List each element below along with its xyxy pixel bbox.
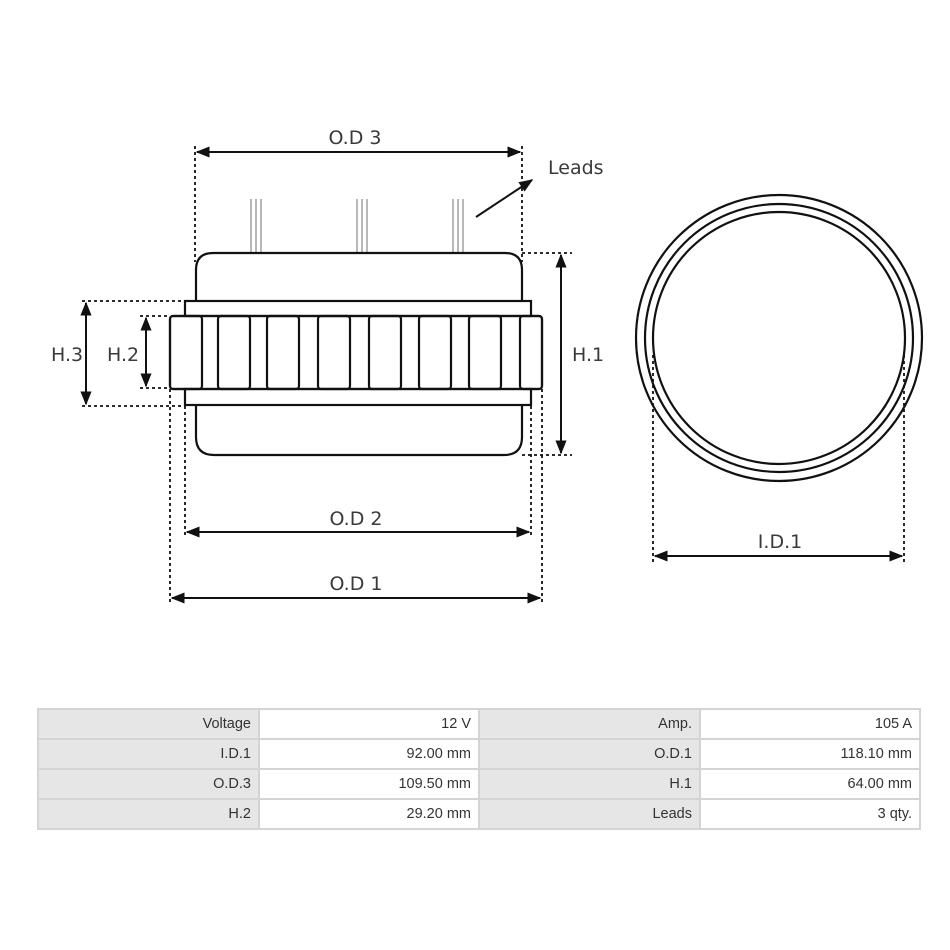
side-view	[168, 199, 544, 457]
top-view	[634, 193, 924, 483]
stator-dimension-diagram: O.D 3 Leads H.1 H.3 H.2 O.D 2 O.D 1 I.D.…	[51, 127, 924, 604]
spec-value-h2: 29.20 mm	[258, 798, 480, 830]
lower-winding	[194, 405, 524, 457]
outer-ring	[634, 193, 924, 483]
spec-label-voltage: Voltage	[37, 708, 260, 740]
spec-value-voltage: 12 V	[258, 708, 480, 740]
spec-label-id1: I.D.1	[37, 738, 260, 770]
leads-label: Leads	[548, 157, 604, 179]
h2-label: H.2	[107, 344, 139, 366]
spec-value-leads: 3 qty.	[699, 798, 921, 830]
upper-winding	[194, 251, 524, 301]
table-row: I.D.1 92.00 mm O.D.1 118.10 mm	[37, 738, 921, 770]
id1-extension-lines	[652, 355, 905, 562]
h3-label: H.3	[51, 344, 83, 366]
lead-wires	[250, 199, 464, 252]
od1-label: O.D 1	[330, 573, 383, 595]
spec-table: Voltage 12 V Amp. 105 A I.D.1 92.00 mm O…	[37, 708, 921, 830]
spec-label-amp: Amp.	[478, 708, 701, 740]
od3-label: O.D 3	[329, 127, 382, 149]
spec-label-od1: O.D.1	[478, 738, 701, 770]
spec-value-h1: 64.00 mm	[699, 768, 921, 800]
spec-value-id1: 92.00 mm	[258, 738, 480, 770]
middle-ring	[643, 202, 915, 474]
leads-pointer-arrow	[475, 179, 534, 218]
core-band	[168, 314, 544, 391]
spec-label-leads: Leads	[478, 798, 701, 830]
extension-lines	[82, 146, 572, 603]
lower-plate	[183, 387, 533, 407]
dimension-arrows	[80, 146, 567, 604]
spec-label-h1: H.1	[478, 768, 701, 800]
table-row: H.2 29.20 mm Leads 3 qty.	[37, 798, 921, 830]
spec-value-od3: 109.50 mm	[258, 768, 480, 800]
inner-ring	[651, 210, 907, 466]
table-row: Voltage 12 V Amp. 105 A	[37, 708, 921, 740]
spec-label-od3: O.D.3	[37, 768, 260, 800]
spec-value-od1: 118.10 mm	[699, 738, 921, 770]
coil-segments	[168, 314, 544, 391]
id1-label: I.D.1	[758, 531, 802, 553]
h1-label: H.1	[572, 344, 604, 366]
table-row: O.D.3 109.50 mm H.1 64.00 mm	[37, 768, 921, 800]
spec-value-amp: 105 A	[699, 708, 921, 740]
upper-plate	[183, 299, 533, 318]
od2-label: O.D 2	[330, 508, 383, 530]
spec-label-h2: H.2	[37, 798, 260, 830]
